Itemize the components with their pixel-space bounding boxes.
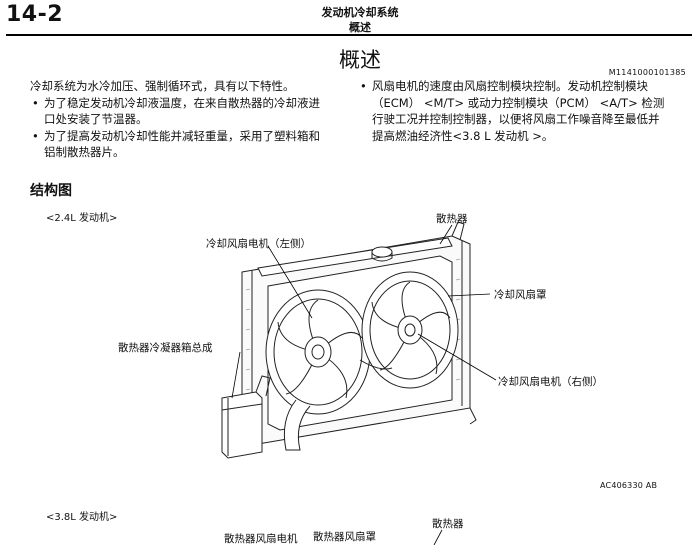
section-subtitle: 概述 [349, 21, 371, 34]
engine-label-2-4l: <2.4L 发动机> [46, 213, 118, 224]
label-fan-shroud-3-8l: 散热器风扇罩 [313, 531, 376, 543]
left-column: 冷却系统为水冷加压、强制循环式，具有以下特性。 • 为了稳定发动机冷却液温度，在… [30, 78, 330, 161]
engine-label-3-8l: <3.8L 发动机> [46, 512, 118, 523]
label-fan-motor-left: 冷却风扇电机（左侧） [206, 238, 311, 250]
document-id: M1141000101385 [608, 68, 686, 77]
list-item-text: 为了提高发动机冷却性能并减轻重量，采用了塑料箱和铝制散热器片。 [44, 128, 320, 160]
label-fan-motor-3-8l: 散热器风扇电机 [224, 533, 298, 545]
bullet-icon: • [32, 95, 39, 110]
radiator-cap-icon [371, 246, 393, 262]
list-item-text: 为了稳定发动机冷却液温度，在来自散热器的冷却液进口处安装了节温器。 [44, 95, 320, 127]
bullet-icon: • [32, 128, 39, 143]
list-item: • 为了提高发动机冷却性能并减轻重量，采用了塑料箱和铝制散热器片。 [30, 128, 330, 161]
label-radiator-3-8l: 散热器 [432, 518, 464, 530]
structure-heading: 结构图 [30, 183, 72, 199]
wiring-harness [359, 359, 393, 370]
intro-text: 冷却系统为水冷加压、强制循环式，具有以下特性。 [30, 79, 295, 93]
figure-id: AC406330 AB [600, 481, 658, 490]
figure2-leader-lines [433, 529, 443, 545]
lower-hose [283, 399, 311, 451]
right-column: • 风扇电机的速度由风扇控制模块控制。发动机控制模块 （ECM） <M/T> 或… [358, 78, 668, 144]
list-item-text: 风扇电机的速度由风扇控制模块控制。发动机控制模块 （ECM） <M/T> 或动力… [372, 79, 665, 143]
bullet-icon: • [360, 79, 367, 93]
page-number: 14-2 [6, 2, 64, 27]
leader-lines [231, 224, 497, 399]
right-fan [361, 271, 459, 389]
list-item: • 为了稳定发动机冷却液温度，在来自散热器的冷却液进口处安装了节温器。 [30, 95, 330, 128]
label-radiator: 散热器 [436, 213, 468, 225]
radiator-bracket [469, 407, 477, 425]
label-fan-shroud: 冷却风扇罩 [494, 289, 547, 301]
label-fan-motor-right: 冷却风扇电机（右侧） [498, 376, 603, 388]
reserve-tank [221, 375, 271, 459]
list-item: • 风扇电机的速度由风扇控制模块控制。发动机控制模块 （ECM） <M/T> 或… [358, 78, 668, 144]
radiator-bracket [451, 221, 465, 241]
section-title: 发动机冷却系统 [321, 6, 399, 19]
page-title: 概述 [339, 48, 381, 72]
left-fan [265, 289, 371, 415]
label-reserve-tank: 散热器冷凝器箱总成 [118, 342, 213, 354]
header-divider [6, 34, 692, 36]
